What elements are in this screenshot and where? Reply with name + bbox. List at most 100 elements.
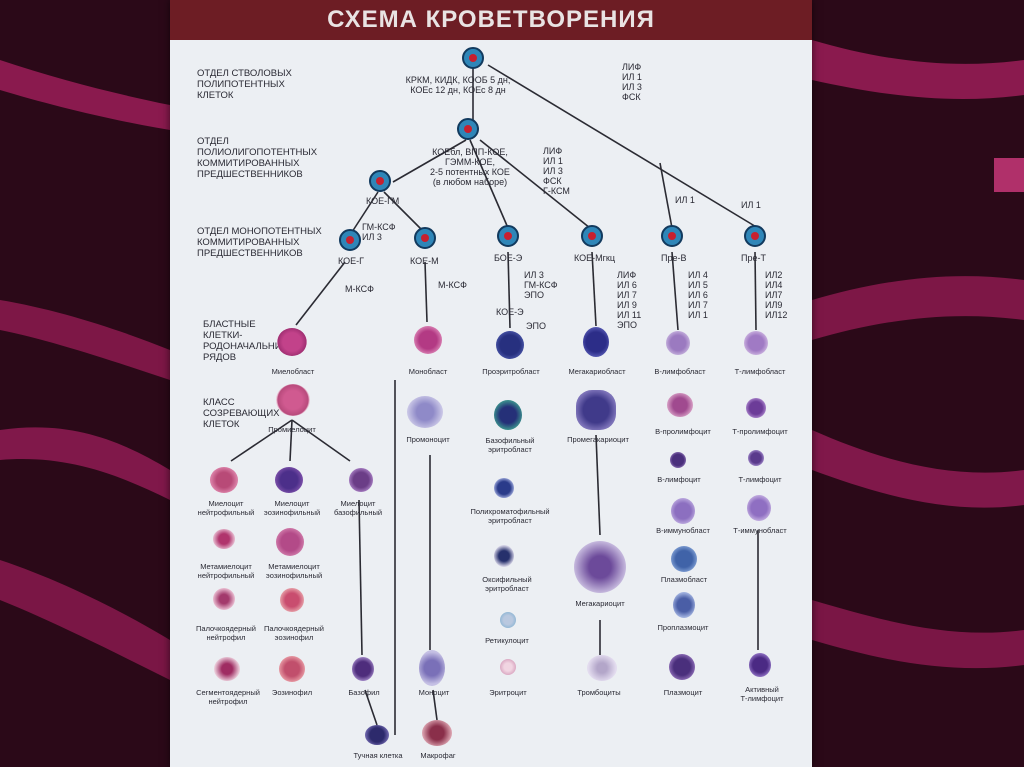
platelets-label: Тромбоциты: [577, 689, 620, 698]
top-node-label: КРКМ, КИДК, КООБ 5 дн,КОЕс 12 дн, КОЕс 8…: [406, 75, 511, 95]
band-eosinophil-cell: [280, 588, 304, 612]
pre-t-label: Пре-Т: [741, 253, 766, 263]
il1-b-label: ИЛ 1: [675, 195, 695, 205]
megakaryocyte-cell: [574, 541, 626, 593]
myeloblast-label: Миелобласт: [272, 368, 315, 377]
myelocyte-neutrophilic-cell: [210, 467, 238, 493]
segmented-neutrophil-cell: [214, 657, 240, 681]
il1-t-label: ИЛ 1: [741, 200, 761, 210]
eosinophil-label: Эозинофил: [272, 689, 312, 698]
b-cell-factors: ИЛ 4ИЛ 5ИЛ 6ИЛ 7ИЛ 1: [688, 270, 708, 320]
reticulocyte-label: Ретикулоцит: [485, 637, 529, 646]
basophil-cell: [352, 657, 374, 681]
macrophage-cell: [422, 720, 452, 746]
promonocyte-label: Промоноцит: [406, 436, 449, 445]
macrophage-label: Макрофаг: [420, 752, 455, 761]
active-t-lymphocyte-cell: [749, 653, 771, 677]
koe-g-label: КОЕ-Г: [338, 256, 364, 266]
proerythroblast-cell: [496, 331, 524, 359]
platelets-cluster: [587, 655, 617, 681]
koe-mgkc-node: [581, 225, 603, 247]
basophil-label: Базофил: [348, 689, 379, 698]
megakaryoblast-cell: [583, 327, 609, 357]
b-prolymphocyte-label: В-пролимфоцит: [655, 428, 711, 437]
myelocyte-basophilic-label: Миелоцитбазофильный: [334, 500, 382, 517]
pre-b-node: [661, 225, 683, 247]
erythrocyte-label: Эритроцит: [489, 689, 526, 698]
t-immunoblast-cell: [747, 495, 771, 521]
mast-cell-label: Тучная клетка: [354, 752, 403, 761]
t-lymphocyte-cell: [748, 450, 764, 466]
reticulocyte-cell: [500, 612, 516, 628]
b-immunoblast-cell: [671, 498, 695, 524]
koe-m-label: КОЕ-М: [410, 256, 439, 266]
plasmocyte-cell: [669, 654, 695, 680]
t-prolymphocyte-label: Т-пролимфоцит: [732, 428, 787, 437]
metamyelocyte-neutrophilic-cell: [213, 529, 235, 549]
top-factors: ЛИФИЛ 1ИЛ 3ФСК: [622, 62, 642, 102]
proplasmocyte-cell: [673, 592, 695, 618]
myelocyte-basophilic-cell: [349, 468, 373, 492]
boe-e-label: БОЕ-Э: [494, 253, 522, 263]
proplasmocyte-label: Проплазмоцит: [658, 624, 709, 633]
promegakaryocyte-cell: [576, 390, 616, 430]
polypotent-node: [457, 118, 479, 140]
m-ksf-granulocyte: М-КСФ: [345, 284, 374, 294]
plasmablast-label: Плазмобласт: [661, 576, 707, 585]
band-neutrophil-cell: [213, 588, 235, 610]
koe-mgkc-label: КОЕ-Мгкц: [574, 253, 615, 263]
promegakaryocyte-label: Промегакариоцит: [567, 436, 629, 445]
promyelocyte-cell: [276, 384, 310, 416]
b-lymphocyte-label: В-лимфоцит: [657, 476, 700, 485]
megakaryocyte-label: Мегакариоцит: [575, 600, 624, 609]
monocyte-label: Моноцит: [419, 689, 450, 698]
plasmocyte-label: Плазмоцит: [664, 689, 703, 698]
monoblast-label: Монобласт: [409, 368, 448, 377]
b-lymphoblast-cell: [666, 331, 690, 355]
pre-t-node: [744, 225, 766, 247]
koe-m-node: [414, 227, 436, 249]
polychromatophilic-erythroblast-cell: [494, 478, 514, 498]
oxyphilic-erythroblast-label: Оксифильныйэритробласт: [482, 576, 532, 593]
b-immunoblast-label: В-иммунобласт: [656, 527, 710, 536]
eosinophil-cell: [279, 656, 305, 682]
b-prolymphocyte-cell: [667, 393, 693, 417]
mast-cell: [365, 725, 389, 745]
plasmablast-cell: [671, 546, 697, 572]
t-immunoblast-label: Т-иммунобласт: [733, 527, 786, 536]
promyelocyte-label: Промиелоцит: [268, 426, 316, 435]
oxyphilic-erythroblast-cell: [494, 545, 514, 567]
koe-e-label: КОЕ-Э: [496, 307, 524, 317]
monocyte-cell: [419, 650, 445, 686]
monoblast-cell: [414, 326, 442, 354]
pre-b-label: Пре-В: [661, 253, 686, 263]
megakaryoblast-label: Мегакариобласт: [568, 368, 625, 377]
koe-gm-node: [369, 170, 391, 192]
b-lymphoblast-label: В-лимфобласт: [654, 368, 705, 377]
t-prolymphocyte-cell: [746, 398, 766, 418]
t-lymphoblast-label: Т-лимфобласт: [735, 368, 786, 377]
proerythroblast-label: Проэритробласт: [482, 368, 539, 377]
epo-label: ЭПО: [526, 321, 546, 331]
erythrocyte-cell: [500, 659, 516, 675]
koe-gm-label: КОЕ-ГМ: [366, 196, 399, 206]
stem-cell-node: [462, 47, 484, 69]
metamyelocyte-eosinophilic-cell: [276, 528, 304, 556]
